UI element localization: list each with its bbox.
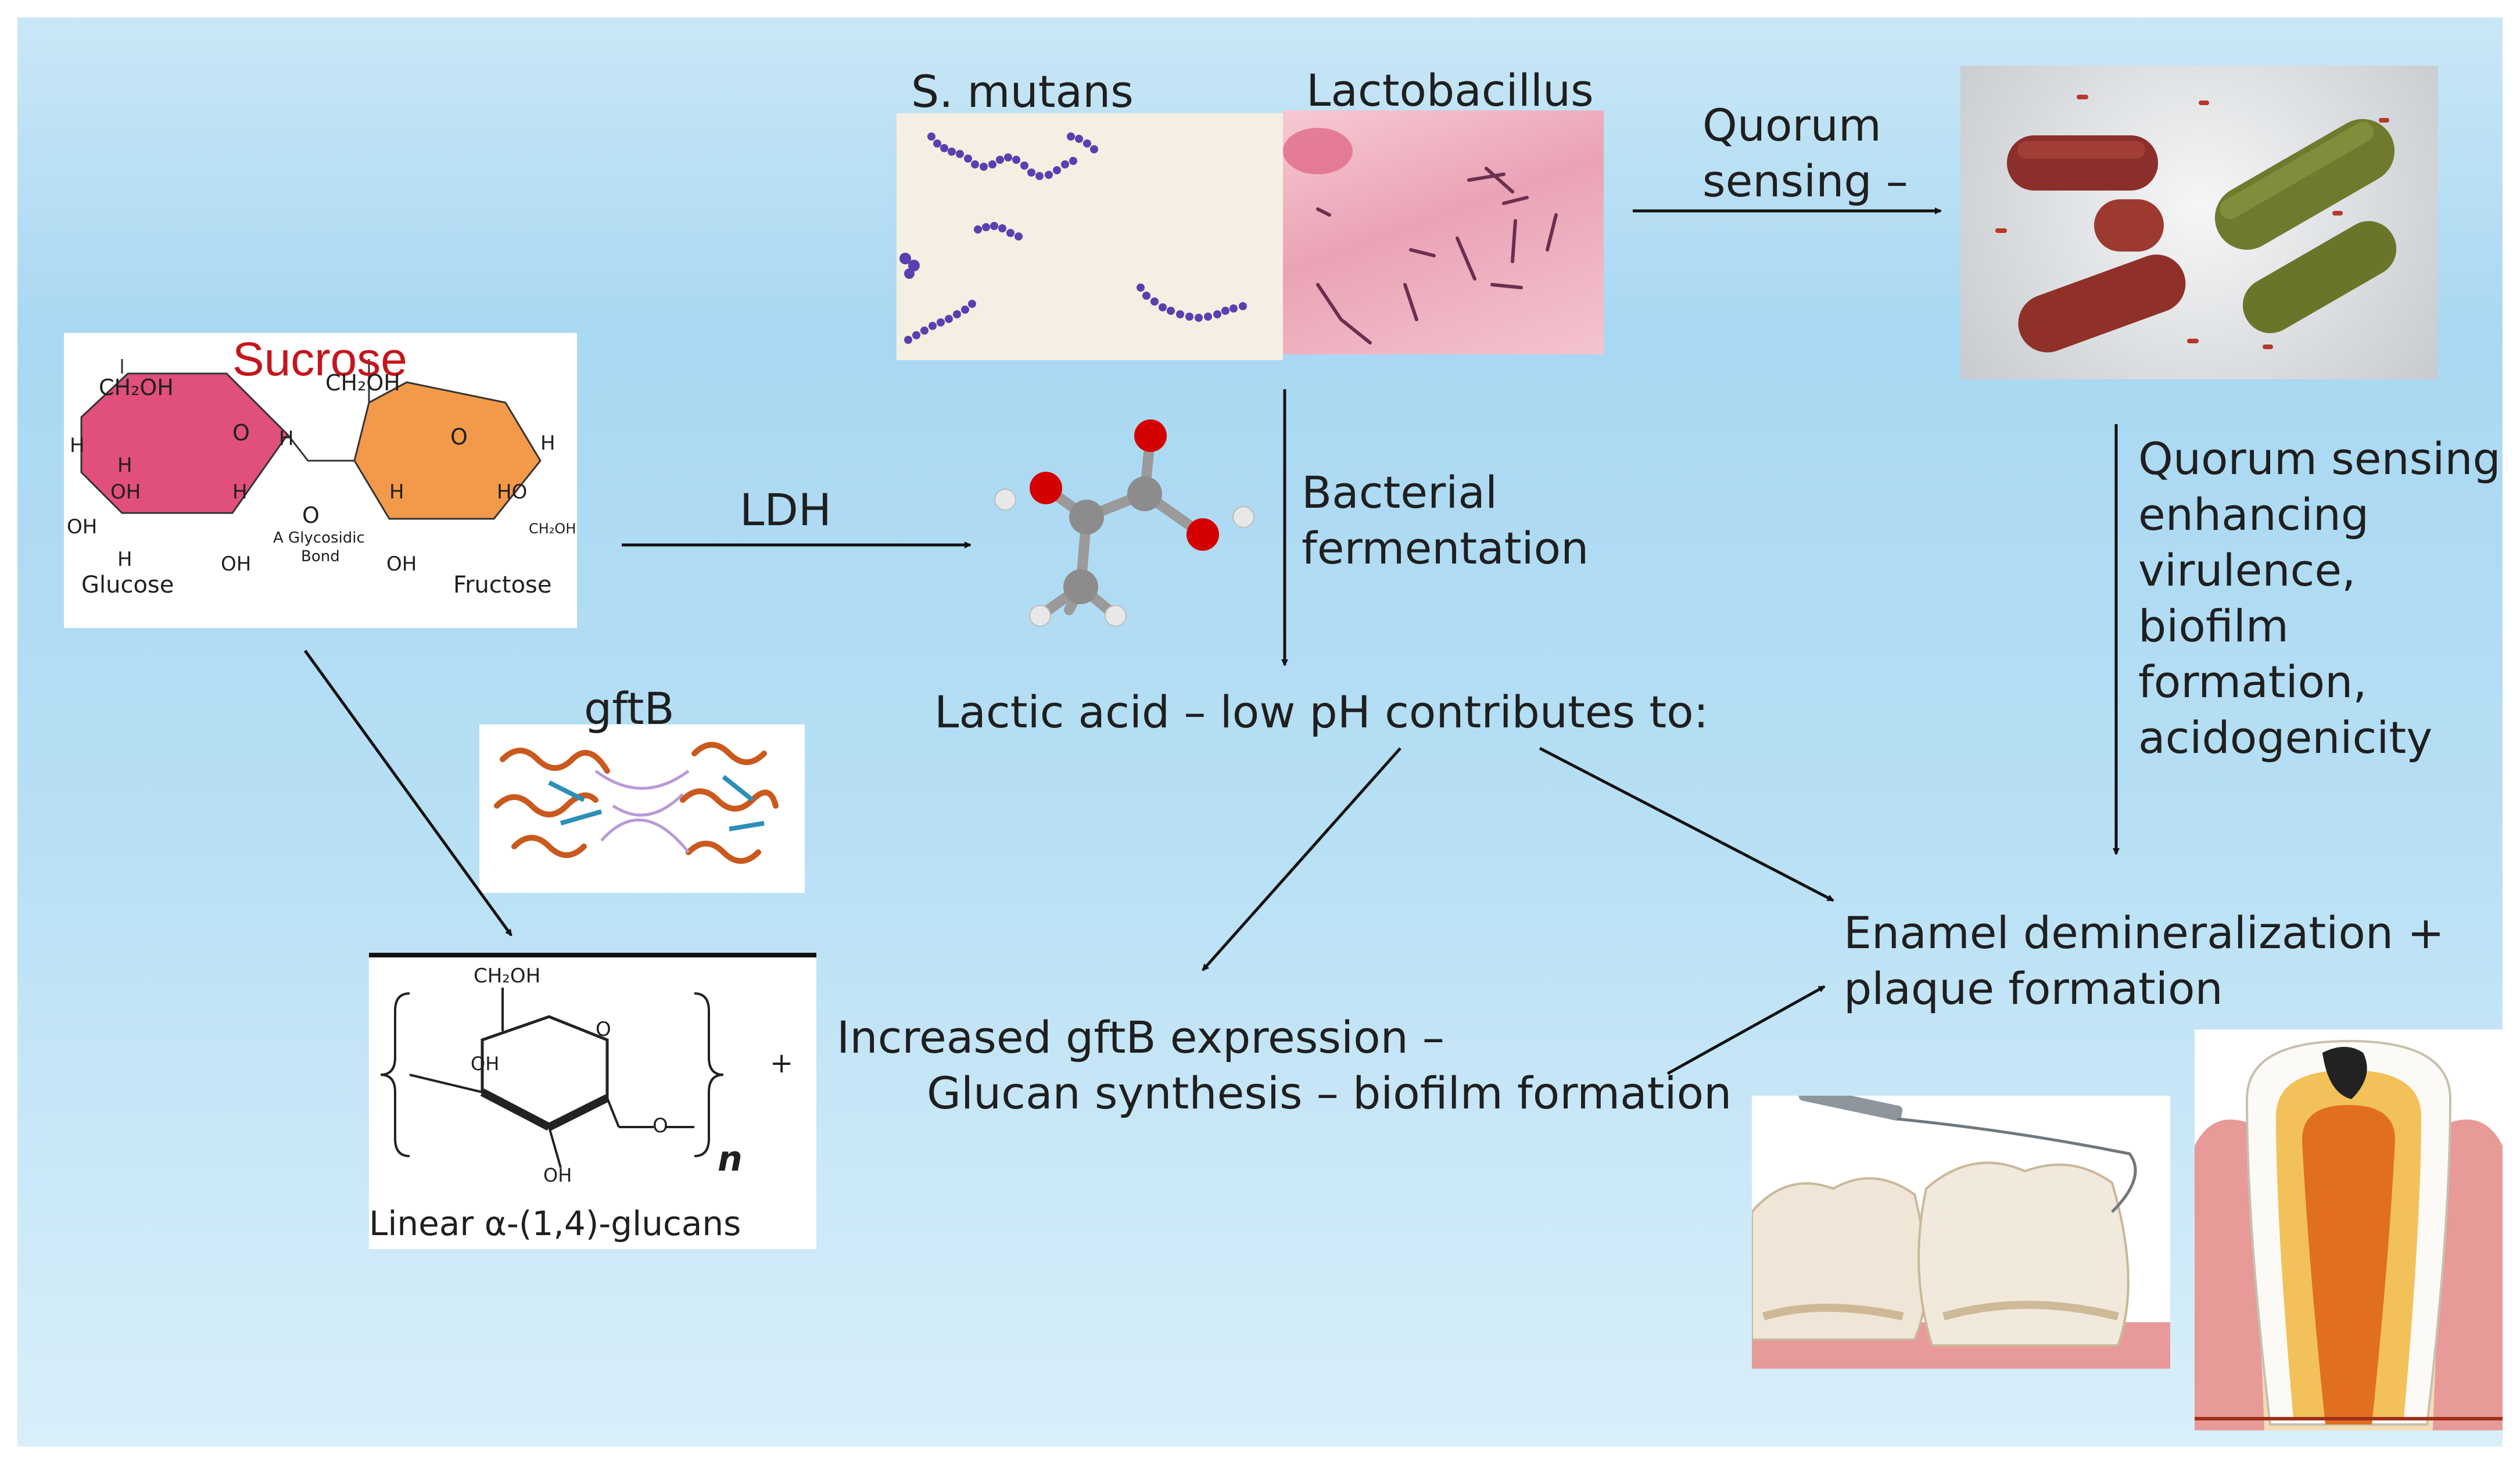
glucan-caption: Linear α-(1,4)-glucans [369, 1204, 741, 1243]
bacterial-fermentation-label-2: fermentation [1302, 522, 1589, 574]
oxygen-atom-3 [1186, 518, 1219, 551]
bacteria-illustration [1960, 66, 2438, 379]
sucrose-title: Sucrose [232, 333, 407, 386]
glucose-ring-o: O [232, 420, 250, 446]
lactobacillus-micrograph [1283, 110, 1604, 354]
glucan-oh-ring-label: OH [471, 1053, 500, 1075]
carbon-atom-1 [1069, 500, 1104, 534]
lactobacillus-rods [1283, 128, 1558, 345]
hydrogen-atom-4 [1105, 605, 1127, 627]
tooth-cavity-illustration [2195, 1029, 2503, 1430]
glucan-structure: CH₂OH O OH OH O n + Linear α-(1,4)-gluca… [369, 953, 816, 1249]
gftb-protein-structure [479, 724, 805, 893]
carbon-atom-3 [1063, 569, 1098, 604]
bacterium-green-1 [2214, 119, 2395, 250]
arrow-lactic-to-enamel [1539, 747, 1834, 902]
hydrogen-atom-3 [1029, 605, 1051, 627]
h-label-d: H [232, 480, 248, 504]
glucan-oh-bottom-label: OH [543, 1164, 572, 1186]
quorum-effects-line-4: biofilm [2138, 600, 2289, 652]
gftb-label: gftB [584, 683, 675, 734]
quorum-effects-line-5: formation, [2138, 656, 2367, 708]
enamel-demineralization-label-1: Enamel demineralization + [1844, 907, 2444, 959]
bacterium-green-2 [2242, 221, 2397, 333]
quorum-effects-line-2: enhancing [2138, 489, 2370, 540]
glucan-link-o-label: O [653, 1114, 668, 1138]
oh-label-c: OH [221, 552, 252, 576]
quorum-sensing-effects-label: Quorum sensing: enhancing virulence, bio… [2138, 431, 2503, 766]
glucan-n-label: n [718, 1139, 743, 1179]
lactobacillus-label: Lactobacillus [1306, 64, 1594, 116]
sucrose-structure: Sucrose CH₂OH CH₂OH O O O H H H H H H H … [64, 333, 577, 628]
hydrogen-atom-2 [1232, 506, 1254, 528]
gftb-expression-label-2: Glucan synthesis – biofilm formation [927, 1067, 1732, 1119]
h-label-g: H [540, 432, 555, 455]
oh-label-d: OH [386, 552, 417, 576]
bacterium-red-3 [2018, 254, 2186, 353]
ch2oh-right-label: CH₂OH [325, 370, 400, 396]
glucan-plus-label: + [770, 1047, 794, 1079]
hydrogen-atom-1 [994, 489, 1016, 511]
h-label-b: H [117, 454, 132, 477]
arrow-lactic-to-gftb [1202, 747, 1401, 971]
s-mutans-micrograph [897, 113, 1283, 360]
glucan-ring-o-label: O [596, 1018, 611, 1041]
s-mutans-label: S. mutans [911, 66, 1134, 117]
bacterium-red-2 [2094, 199, 2164, 252]
h-label-c: H [279, 427, 294, 450]
glucose-label: Glucose [81, 572, 174, 598]
diagram-canvas: Sucrose CH₂OH CH₂OH O O O H H H H H H H … [17, 17, 2503, 1447]
ch2oh-small-label: CH₂OH [529, 521, 576, 537]
fructose-label: Fructose [453, 572, 552, 598]
lactic-acid-molecule [982, 401, 1284, 633]
fructose-ring-o: O [450, 424, 468, 450]
quorum-effects-line-6: acidogenicity [2138, 712, 2433, 763]
glucan-ch2oh-label: CH₂OH [474, 964, 541, 988]
h-label-f: H [389, 480, 404, 504]
arrow-sucrose-to-glucan [303, 650, 513, 936]
glycosidic-bond-label-2: Bond [301, 548, 340, 565]
gftb-expression-label-1: Increased gftB expression – [837, 1011, 1444, 1063]
quorum-effects-line-1: Quorum sensing: [2138, 433, 2503, 485]
teeth-plaque-illustration [1752, 1096, 2170, 1369]
glucose-ring [80, 372, 289, 514]
oxygen-atom-1 [1030, 472, 1062, 504]
fructose-ring [353, 381, 542, 520]
oh-label-a: OH [110, 480, 141, 504]
arrows-layer [303, 207, 2120, 1075]
lactic-acid-label: Lactic acid – low pH contributes to: [934, 686, 1709, 738]
bacterium-red-1 [2007, 135, 2158, 191]
s-mutans-chains [899, 132, 1247, 344]
arrow-biofilm-to-enamel [1666, 985, 1826, 1075]
oh-label-b: OH [67, 515, 98, 539]
glycosidic-bond-label-1: A Glycosidic [273, 529, 365, 547]
carbon-atom-2 [1127, 476, 1162, 511]
quorum-sensing-top-label-1: Quorum [1702, 99, 1881, 151]
h-label-e: H [117, 548, 132, 571]
glycosidic-o: O [302, 503, 320, 528]
enamel-demineralization-label-2: plaque formation [1844, 963, 2223, 1014]
quorum-effects-line-3: virulence, [2138, 544, 2356, 596]
bacterial-fermentation-label-1: Bacterial [1302, 467, 1498, 518]
h-label-a: H [70, 434, 85, 457]
ldh-label: LDH [740, 484, 832, 536]
ch2oh-left-label: CH₂OH [99, 375, 174, 400]
oxygen-atom-2 [1134, 419, 1167, 452]
ho-label: HO [497, 480, 528, 504]
quorum-sensing-top-label-2: sensing – [1702, 155, 1908, 207]
